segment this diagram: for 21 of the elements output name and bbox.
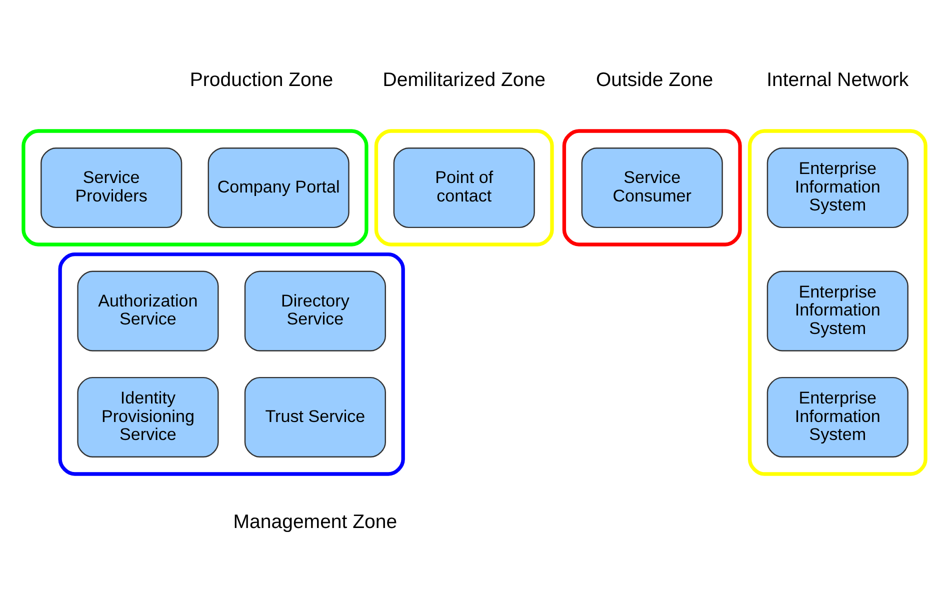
node-box: Trust Service	[244, 376, 386, 458]
node-box: Service Consumer	[581, 147, 723, 228]
label: Internal Network	[766, 69, 909, 92]
node-box: Service Providers	[40, 147, 182, 228]
node-box: Enterprise Information System	[766, 376, 908, 458]
node-box: Company Portal	[208, 147, 350, 228]
label: Outside Zone	[596, 69, 714, 92]
node-box: Enterprise Information System	[766, 270, 908, 352]
node-box: Enterprise Information System	[766, 147, 908, 228]
label: Demilitarized Zone	[382, 69, 546, 92]
cluster	[58, 252, 405, 476]
cluster	[748, 129, 928, 476]
label: Production Zone	[190, 69, 334, 92]
node-box: Directory Service	[244, 270, 386, 352]
node-box: Authorization Service	[77, 270, 219, 352]
cluster	[22, 129, 368, 246]
node-box: Point of contact	[393, 147, 535, 228]
node-box: Identity Provisioning Service	[77, 376, 219, 458]
cluster	[374, 129, 554, 246]
label: Management Zone	[233, 511, 398, 534]
cluster	[562, 129, 742, 246]
